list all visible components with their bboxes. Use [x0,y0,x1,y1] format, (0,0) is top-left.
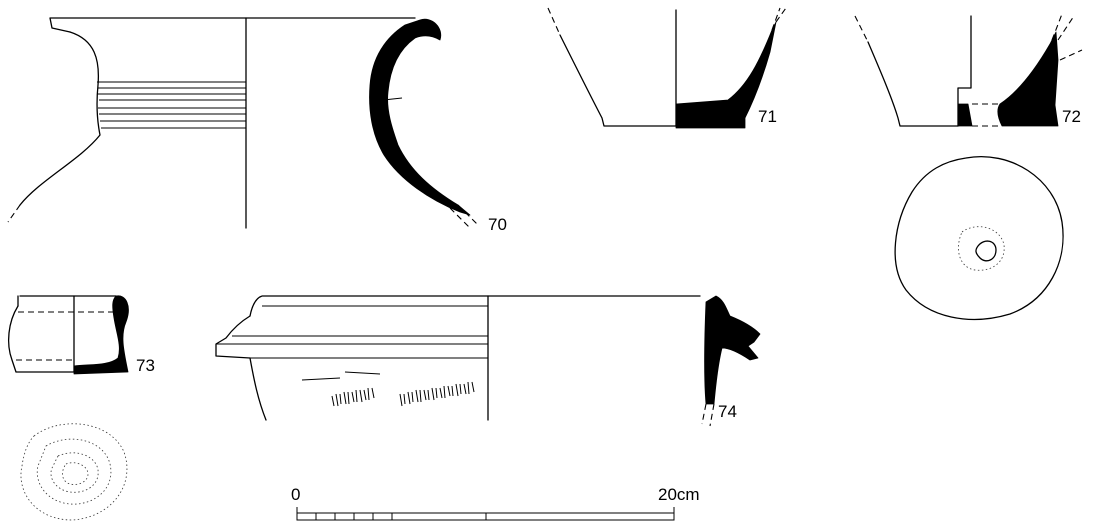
vessel-72-label: 72 [1062,107,1081,126]
vessel-70-drawing [7,17,479,229]
vessel-72-drawing [854,13,1083,321]
scale-bar [296,507,675,521]
vessel-74-drawing [215,295,761,427]
scale-end-label: 20cm [658,485,700,504]
vessel-71-label: 71 [758,107,777,126]
scale-start-label: 0 [291,485,300,504]
vessel-73-label: 73 [136,356,155,375]
vessel-74-label: 74 [718,402,737,421]
vessel-70-label: 70 [488,215,507,234]
vessel-71-drawing [547,7,787,129]
vessel-73-drawing [7,295,129,521]
